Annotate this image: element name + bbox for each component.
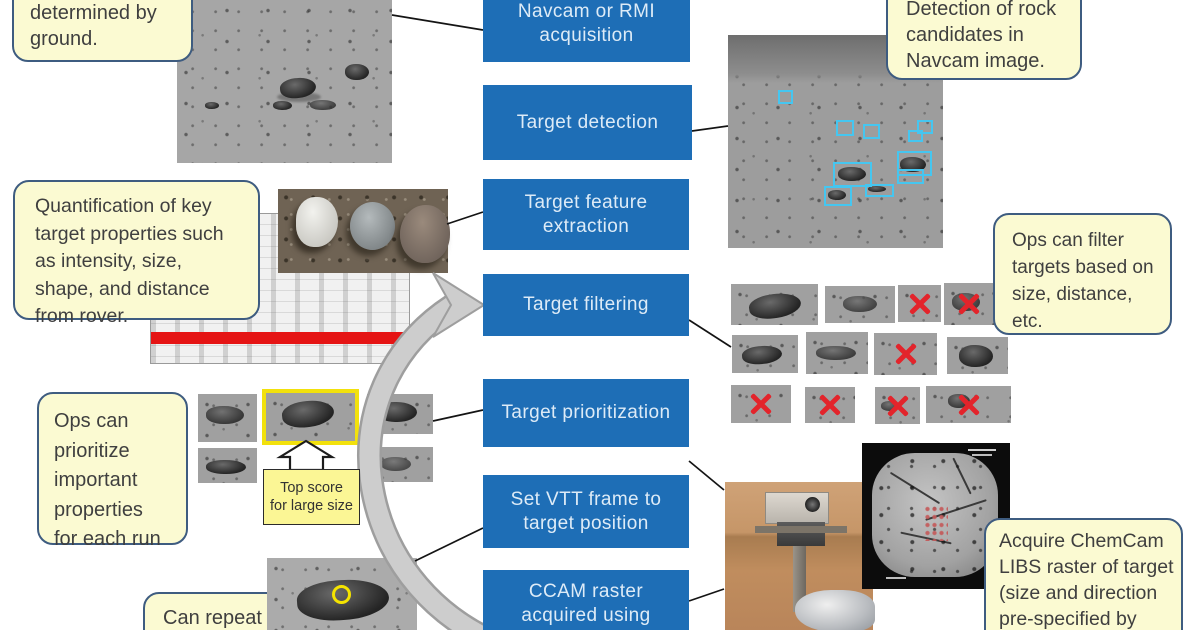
callout-acquire-libs: Acquire ChemCam LIBS raster of target (s…: [984, 518, 1183, 630]
detection-box-icon: [908, 130, 923, 142]
callout-ops-prioritize: Ops can prioritize important properties …: [37, 392, 188, 550]
detection-box-icon: [836, 120, 854, 136]
priority-thumbnail: [198, 448, 257, 483]
target-thumbnail: [731, 284, 818, 325]
rejected-x-icon: [874, 333, 937, 375]
detection-box-icon: [824, 186, 852, 206]
libs-raster-points: [924, 505, 948, 541]
detection-box-icon: [863, 124, 880, 139]
flow-box-target-prioritization: Target prioritization: [483, 379, 689, 447]
rover-deck-foil: [795, 590, 875, 630]
priority-thumbnail: [367, 394, 433, 434]
target-thumbnail-rejected: [944, 283, 994, 325]
rmi-rock-disc: [872, 453, 998, 577]
rmi-result-image: [862, 443, 1010, 589]
rejected-x-icon: [926, 386, 1011, 423]
connector-line: [446, 211, 484, 225]
flow-box-navcam-acquisition: Navcam or RMI acquisition: [483, 0, 690, 62]
flow-box-target-detection: Target detection: [483, 85, 692, 160]
flow-box-set-vtt-frame: Set VTT frame to target position: [483, 475, 689, 548]
top-score-label: Top score for large size: [263, 469, 360, 525]
connector-line: [691, 125, 729, 132]
rover-image: [725, 482, 875, 630]
curved-arrow-head-icon: [432, 272, 486, 338]
detection-box-icon: [833, 162, 872, 187]
rejected-x-icon: [944, 283, 994, 325]
rover-camera-eye: [805, 497, 820, 512]
rover-mast-head: [765, 492, 829, 524]
detection-box-icon: [917, 120, 933, 134]
navcam-overview-image: [177, 0, 392, 163]
rejected-x-icon: [805, 387, 855, 423]
target-thumbnail-rejected: [926, 386, 1011, 423]
laser-point-circle-icon: [332, 585, 351, 604]
connector-line: [688, 319, 732, 348]
rmi-annotation-text: [886, 577, 906, 579]
rejected-x-icon: [898, 285, 941, 322]
connector-line: [688, 460, 725, 491]
target-thumbnail-rejected: [805, 387, 855, 423]
feature-table-highlight-row: [151, 332, 409, 344]
up-arrow-icon: [276, 439, 336, 472]
target-thumbnail: [825, 286, 895, 323]
detection-box-icon: [778, 90, 793, 104]
target-thumbnail-rejected: [898, 285, 941, 322]
target-thumbnail-rejected: [875, 387, 920, 424]
priority-thumbnail: [367, 447, 433, 482]
target-thumbnail: [732, 335, 798, 373]
gray-pebble: [350, 202, 395, 250]
rover-mast-neck: [793, 546, 806, 612]
flow-box-ccam-raster: CCAM raster acquired using VTT frame: [483, 570, 689, 630]
target-thumbnail: [806, 332, 868, 374]
target-thumbnail-rejected: [874, 333, 937, 375]
detection-box-icon: [897, 169, 924, 184]
connector-line: [414, 527, 484, 562]
flow-box-target-feature-extraction: Target feature extraction: [483, 179, 689, 250]
connector-line: [432, 409, 484, 422]
callout-can-repeat: Can repeat: [143, 592, 290, 630]
rejected-x-icon: [875, 387, 920, 424]
priority-thumbnail: [198, 394, 257, 442]
rocks-closeup-image: [278, 189, 450, 273]
white-pebble: [296, 197, 338, 247]
target-thumbnail-rejected: [731, 385, 791, 423]
connector-line: [688, 588, 725, 602]
target-thumbnail: [947, 337, 1008, 374]
priority-thumbnail-top-score: [262, 389, 359, 445]
selected-target-image: [267, 558, 417, 630]
rmi-annotation-text: [968, 449, 996, 451]
rejected-x-icon: [731, 385, 791, 423]
callout-determined-by-ground: determined by ground.: [12, 0, 193, 62]
rover-mast-bar: [755, 526, 847, 533]
connector-line: [391, 14, 484, 31]
brown-pebble: [400, 205, 450, 263]
flow-box-target-filtering: Target filtering: [483, 274, 689, 336]
callout-quantification: Quantification of key target properties …: [13, 180, 260, 327]
detection-box-icon: [897, 151, 932, 176]
detection-box-icon: [865, 184, 894, 197]
callout-rock-detection: Detection of rock candidates in Navcam i…: [886, 0, 1082, 80]
callout-ops-filter: Ops can filter targets based on size, di…: [993, 213, 1172, 335]
